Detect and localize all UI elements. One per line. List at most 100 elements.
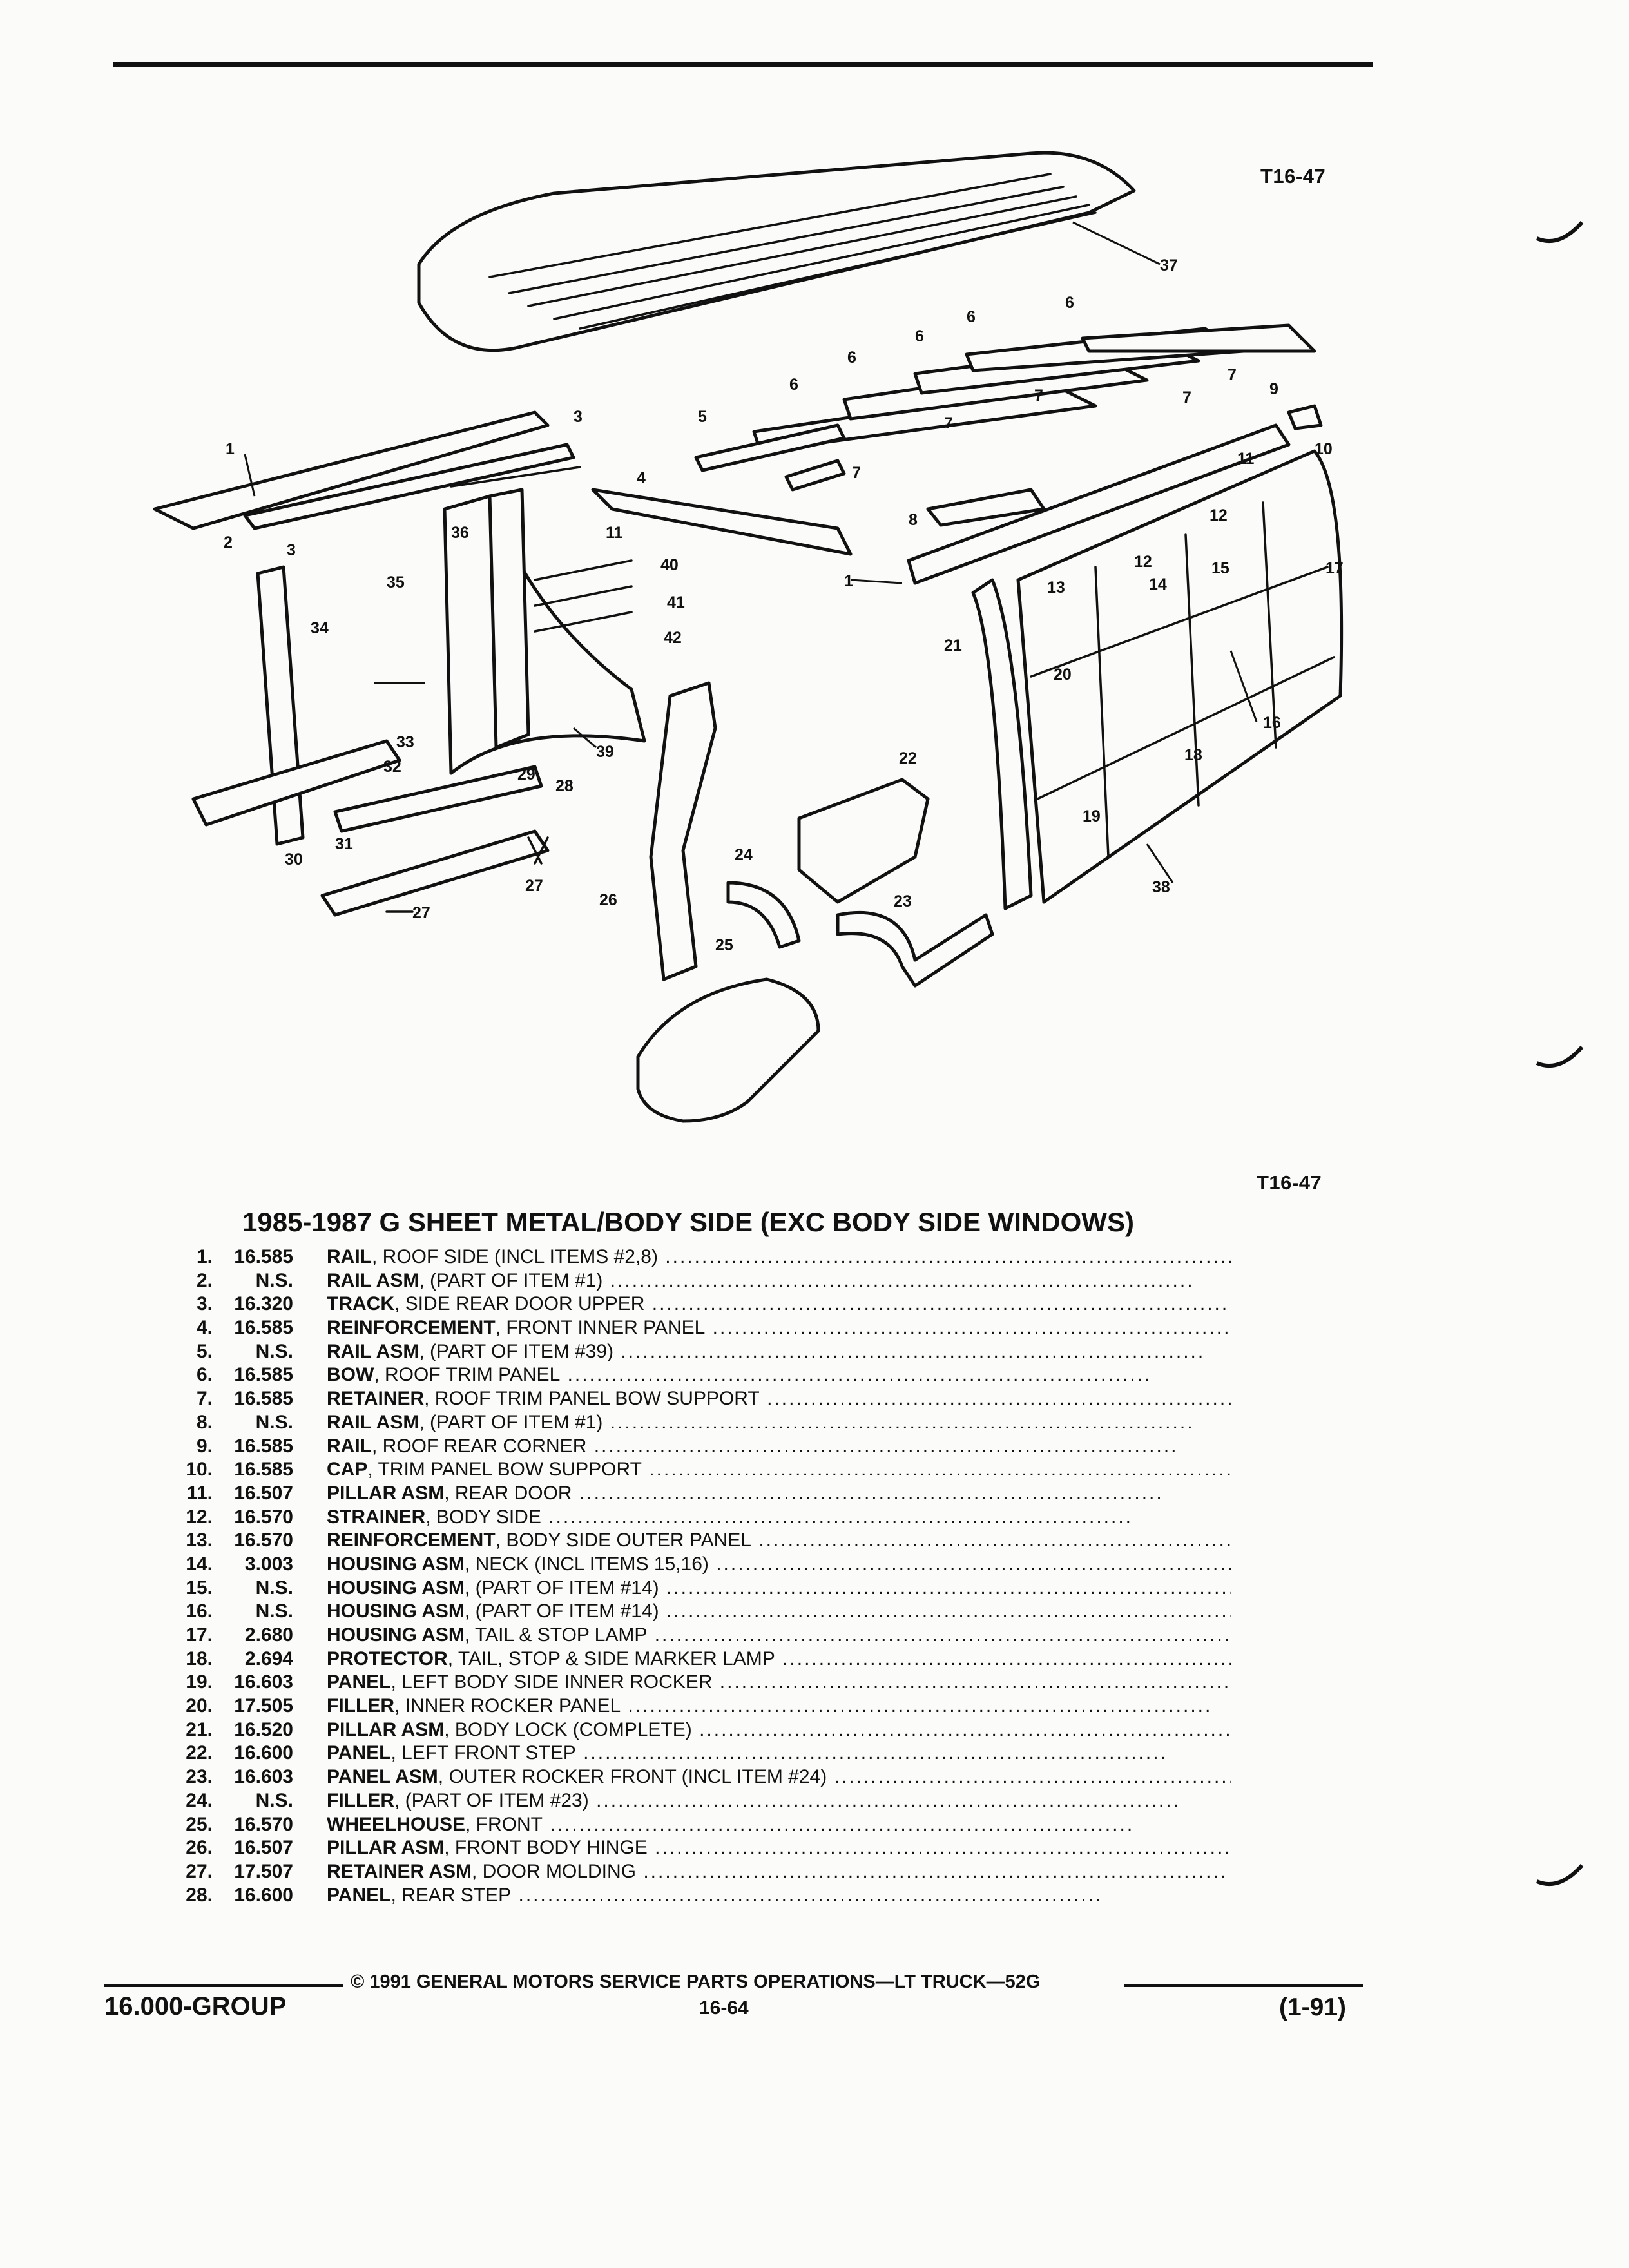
parts-list-row: 2.N.S.RAIL ASM, (PART OF ITEM #1) ......…	[116, 1269, 1231, 1293]
part-detail: , INNER ROCKER PANEL	[394, 1695, 621, 1717]
part-description: PANEL, REAR STEP .......................…	[327, 1884, 1231, 1908]
part-name: FILLER	[327, 1695, 394, 1717]
exploded-parts-diagram	[153, 151, 1344, 1123]
callout-29: 29	[517, 765, 535, 783]
leader-dots: ........................................…	[588, 1789, 1181, 1811]
part-detail: , (PART OF ITEM #39)	[419, 1340, 614, 1362]
item-number: 19.	[186, 1671, 213, 1693]
part-description: RETAINER ASM, DOOR MOLDING .............…	[327, 1860, 1231, 1884]
item-number: 16.	[186, 1600, 213, 1622]
part-detail: , (PART OF ITEM #14)	[464, 1600, 659, 1622]
binder-hole-mark	[1536, 1046, 1584, 1068]
part-detail: , (PART OF ITEM #14)	[464, 1577, 659, 1599]
part-detail: , SIDE REAR DOOR UPPER	[394, 1293, 645, 1315]
callout-18: 18	[1184, 746, 1202, 764]
callout-4: 4	[637, 469, 646, 487]
callout-30: 30	[285, 850, 303, 869]
group-number: 16.000-GROUP	[104, 1992, 287, 2021]
item-number: 9.	[196, 1435, 213, 1457]
part-name: HOUSING ASM	[327, 1577, 465, 1599]
callout-12b: 12	[1134, 553, 1152, 571]
part-description: WHEELHOUSE, FRONT ......................…	[327, 1813, 1231, 1837]
part-detail: , FRONT	[465, 1813, 543, 1835]
callout-24: 24	[735, 846, 753, 864]
part-detail: , ROOF SIDE (INCL ITEMS #2,8)	[372, 1246, 658, 1267]
callout-6e: 6	[789, 376, 798, 394]
item-number: 14.	[186, 1553, 213, 1575]
group-part-number: 16.507	[234, 1482, 293, 1504]
item-number: 17.	[186, 1624, 213, 1646]
footer-rule-right	[1124, 1984, 1363, 1987]
part-detail: , FRONT BODY HINGE	[444, 1837, 648, 1859]
callout-leaders	[244, 221, 1258, 883]
part-description: TRACK, SIDE REAR DOOR UPPER ............…	[327, 1293, 1231, 1316]
part-name: WHEELHOUSE	[327, 1813, 466, 1835]
group-part-number: N.S.	[255, 1600, 293, 1622]
group-part-number: 2.680	[244, 1624, 293, 1646]
callout-33: 33	[396, 733, 414, 751]
leader-dots: ........................................…	[636, 1860, 1228, 1882]
part-description: HOUSING ASM, NECK (INCL ITEMS 15,16) ...…	[327, 1553, 1231, 1577]
parts-list-row: 19. 16.603 PANEL, LEFT BODY SIDE INNER ROC…	[116, 1671, 1231, 1695]
part-detail: , ROOF TRIM PANEL	[374, 1364, 561, 1386]
part-detail: , DOOR MOLDING	[472, 1860, 637, 1882]
part-name: PILLAR ASM	[327, 1482, 445, 1504]
parts-list-row: 15.N.S.HOUSING ASM, (PART OF ITEM #14) .…	[116, 1577, 1231, 1600]
part-detail: , ROOF REAR CORNER	[372, 1435, 587, 1457]
part-name: STRAINER	[327, 1506, 426, 1528]
callout-16: 16	[1263, 714, 1281, 732]
callout-15: 15	[1211, 559, 1229, 577]
group-part-number: 17.507	[234, 1860, 293, 1882]
part-detail: , REAR DOOR	[444, 1482, 572, 1504]
part-description: HOUSING ASM, TAIL & STOP LAMP ..........…	[327, 1624, 1231, 1648]
callout-20: 20	[1054, 666, 1072, 684]
callout-26: 26	[599, 891, 617, 909]
part-description: PANEL, LEFT FRONT STEP .................…	[327, 1742, 1231, 1765]
part-description: PILLAR ASM, REAR DOOR ..................…	[327, 1482, 1231, 1506]
leader-dots: ........................................…	[644, 1293, 1231, 1315]
part-detail: , LEFT BODY SIDE INNER ROCKER	[390, 1671, 713, 1693]
callout-37: 38	[1152, 878, 1170, 896]
callout-40: 40	[660, 556, 679, 574]
callout-11-right: 11	[1237, 450, 1255, 468]
part-description: BOW, ROOF TRIM PANEL ...................…	[327, 1363, 1231, 1387]
part-name: PANEL	[327, 1742, 391, 1764]
item-number: 23.	[186, 1766, 213, 1788]
callout-13: 13	[1047, 579, 1065, 597]
part-name: PANEL	[327, 1671, 391, 1693]
part-name: REINFORCEMENT	[327, 1317, 496, 1339]
part-name: RAIL ASM	[327, 1340, 419, 1362]
item-number: 27.	[186, 1860, 213, 1882]
parts-list-row: 8.N.S.RAIL ASM, (PART OF ITEM #1) ......…	[116, 1411, 1231, 1435]
roof-bows	[694, 323, 1316, 472]
part-description: PILLAR ASM, FRONT BODY HINGE ...........…	[327, 1836, 1231, 1860]
part-name: HOUSING ASM	[327, 1553, 465, 1575]
callout-23: 23	[894, 892, 912, 910]
callout-8: 8	[909, 511, 918, 529]
callout-2: 2	[224, 533, 233, 552]
part-name: RAIL	[327, 1435, 372, 1457]
group-part-number: 16.603	[234, 1671, 293, 1693]
front-hinge-pillar	[649, 681, 717, 981]
item-number: 6.	[196, 1364, 213, 1386]
front-inner-reinforcement	[591, 488, 853, 556]
callout-3a: 3	[574, 408, 583, 426]
part-description: FILLER, (PART OF ITEM #23) .............…	[327, 1789, 1231, 1813]
part-description: REINFORCEMENT, FRONT INNER PANEL .......…	[327, 1316, 1231, 1340]
callout-27a: 27	[525, 877, 543, 895]
group-part-number: 17.505	[234, 1695, 293, 1717]
callout-5: 5	[698, 408, 707, 426]
item-number: 20.	[186, 1695, 213, 1717]
rear-corner-rail	[1287, 404, 1323, 430]
leader-dots: ........................................…	[758, 1530, 1231, 1552]
roof-side-rail-right	[907, 423, 1291, 585]
part-name: FILLER	[327, 1789, 394, 1811]
part-description: RETAINER, ROOF TRIM PANEL BOW SUPPORT ..…	[327, 1387, 1231, 1411]
bow-retainer	[784, 459, 846, 492]
item-number: 22.	[186, 1742, 213, 1764]
part-name: RAIL ASM	[327, 1269, 419, 1291]
part-name: TRACK	[327, 1293, 394, 1315]
leader-dots: ........................................…	[613, 1340, 1206, 1362]
